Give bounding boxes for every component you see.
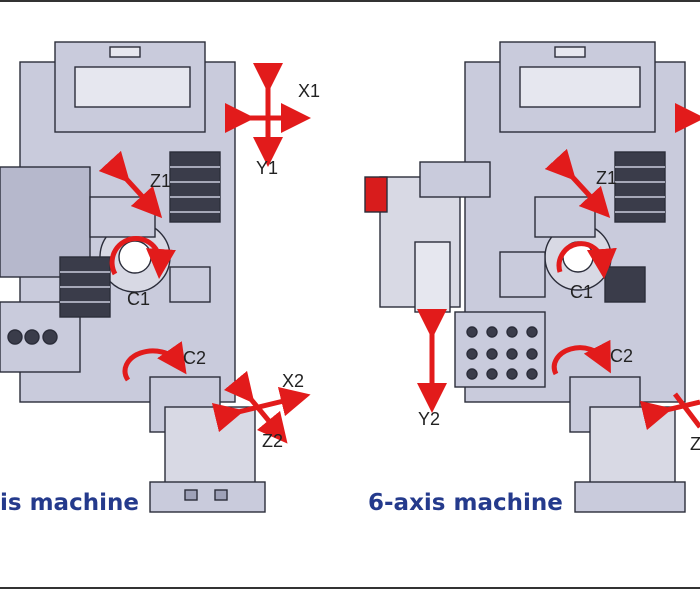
left-machine-illustration [0,41,266,513]
label-x1: X1 [298,81,320,101]
left-axis-arrows [98,63,311,444]
caption-right: 6-axis machine [368,490,563,516]
label-x2: X2 [282,371,304,391]
label-c1-right: C1 [570,282,593,302]
right-machine-illustration [364,41,686,513]
label-y1: Y1 [256,158,278,178]
right-axis-arrows [417,103,700,431]
label-z1: Z1 [150,171,171,191]
label-c2-right: C2 [610,346,633,366]
label-c1: C1 [127,289,150,309]
caption-left: is machine [0,490,139,516]
label-z1-right: Z1 [596,168,617,188]
label-z2: Z2 [262,431,283,451]
label-c2: C2 [183,348,206,368]
label-y2: Y2 [418,409,440,429]
label-z2-right: Z [690,434,700,454]
